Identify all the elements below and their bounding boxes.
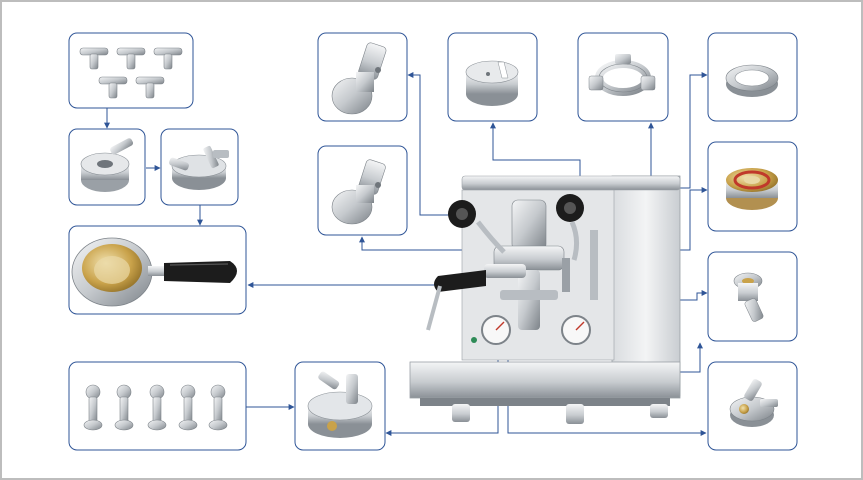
box-clamp (577, 32, 669, 122)
valve-fitting-icon (729, 379, 778, 427)
group-head-icon (169, 145, 229, 190)
arrow-machine-to-valve-top (407, 72, 455, 216)
portafilter-icon (71, 237, 237, 307)
arrow-machine-to-cup (490, 122, 581, 190)
flange-icon (725, 64, 779, 97)
seal-housing-icon (726, 168, 778, 210)
t-fitting-icon (79, 47, 183, 99)
group-casting-icon (80, 138, 134, 192)
cup-ring-icon (465, 60, 519, 106)
brew-group-icon (307, 371, 373, 438)
bolt-icon (83, 384, 228, 431)
valve-body-icon (331, 42, 387, 115)
espresso-machine-icon (409, 175, 681, 424)
box-t-fittings (68, 32, 194, 109)
nozzle-icon (733, 272, 764, 322)
valve-body-icon (331, 159, 386, 225)
clamp-icon (588, 54, 656, 96)
arrow-machine-to-valve-middle (359, 236, 478, 251)
